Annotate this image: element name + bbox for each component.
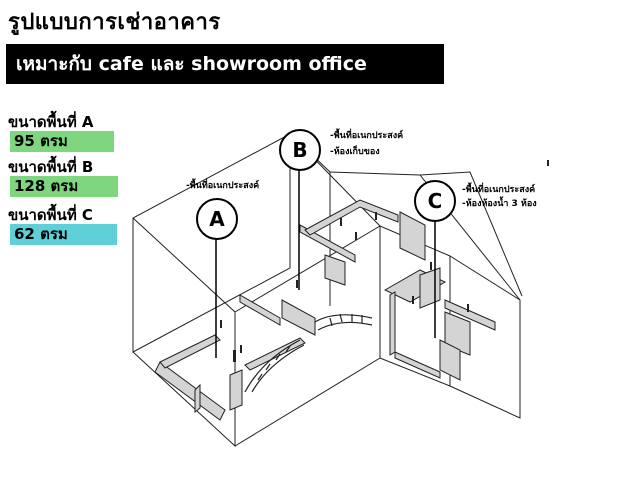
zone-c-note-2: -ห้องห้องน้ำ 3 ห้อง [462, 199, 537, 209]
column-markers [220, 160, 549, 362]
wing-c-outline [329, 171, 521, 419]
zone-c-note-1: -พื้นที่อเนกประสงค์ [462, 185, 536, 195]
curved-facade [244, 313, 373, 393]
zone-b-note-1: -พื้นที่อเนกประสงค์ [330, 131, 404, 141]
wing-ab-front-face [234, 133, 381, 447]
page-title: รูปแบบการเช่าอาคาร [8, 10, 221, 35]
zone-b-marker: B [279, 129, 321, 171]
interior-walls [154, 199, 496, 421]
suitability-banner: เหมาะกับ cafe และ showroom office [6, 44, 444, 84]
area-c-label: ขนาดพื้นที่ C [8, 206, 93, 224]
zone-a-note: -พื้นที่อเนกประสงค์ [186, 181, 260, 191]
area-a-value: 95 ตรม [10, 131, 114, 152]
zone-a-marker: A [196, 198, 238, 240]
zone-c-marker: C [414, 180, 456, 222]
area-a-label: ขนาดพื้นที่ A [8, 113, 94, 131]
area-b-label: ขนาดพื้นที่ B [8, 158, 94, 176]
zone-b-note-2: -ห้องเก็บของ [330, 147, 380, 157]
area-b-value: 128 ตรม [10, 176, 118, 197]
wing-ab-top-face [132, 133, 291, 353]
zone-leader-lines [215, 168, 436, 358]
area-c-value: 62 ตรม [10, 224, 117, 245]
